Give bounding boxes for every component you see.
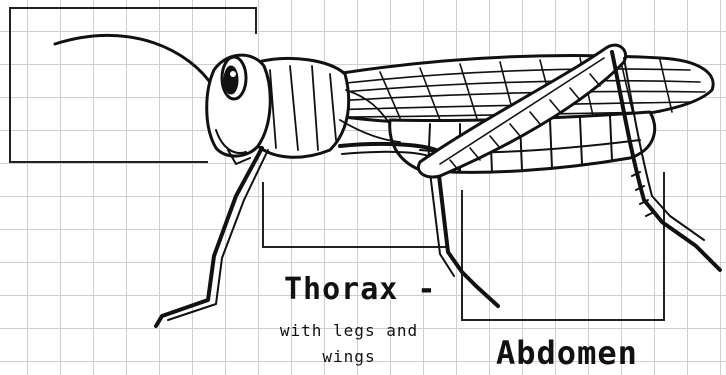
abdomen-label: Abdomen [496,334,638,372]
thorax-bracket [263,182,446,247]
abdomen-bracket [462,172,664,320]
thorax-title-label: Thorax - [284,272,437,307]
thorax-subtitle-line1: with legs and [274,318,424,344]
thorax-subtitle-line2: wings [274,344,424,370]
thorax-subtitle: with legs and wings [274,318,424,370]
